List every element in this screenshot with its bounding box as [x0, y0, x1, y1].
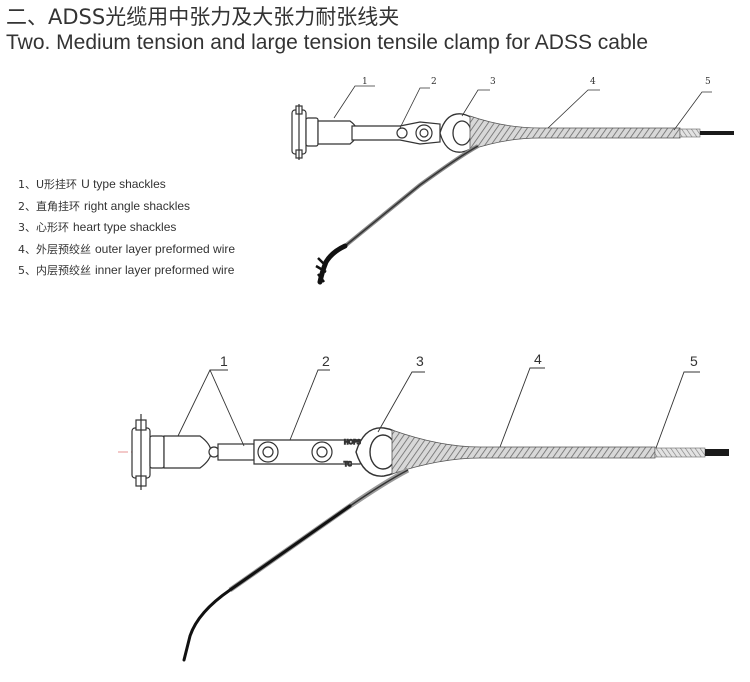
legend-number: 5、 [18, 264, 36, 277]
legend-en: outer layer preformed wire [95, 241, 236, 256]
legend-item: 5、内层预绞丝 inner layer preformed wire [18, 263, 235, 285]
bottom-callout-4: 4 [534, 351, 542, 367]
top-callout-leaders [333, 85, 712, 131]
top-u-shackle [291, 104, 359, 160]
top-callout-5: 5 [705, 77, 711, 87]
bottom-callout-1: 1 [220, 353, 228, 369]
bottom-callout-leaders [177, 367, 700, 449]
legend-number: 3、 [18, 221, 36, 234]
title-english: Two. Medium tension and large tension te… [6, 31, 649, 54]
legend-cn: 直角挂环 [36, 199, 80, 213]
top-wire-tail [315, 144, 479, 285]
top-right-angle-shackle [351, 121, 441, 145]
legend-cn: 内层预绞丝 [36, 264, 91, 277]
top-callout-2: 2 [431, 77, 437, 87]
legend-number: 1、 [18, 178, 36, 191]
bottom-callout-5: 5 [690, 353, 698, 369]
top-callout-1: 1 [362, 77, 368, 87]
top-preformed-wire [469, 115, 734, 151]
legend-en: right angle shackles [84, 198, 191, 213]
legend-item: 4、外层预绞丝 outer layer preformed wire [18, 242, 235, 264]
legend-item: 2、直角挂环 right angle shackles [18, 199, 235, 221]
legend-cn: 外层预绞丝 [36, 242, 91, 256]
legend-item: 3、心形环 heart type shackles [18, 220, 235, 242]
top-callout-4: 4 [590, 77, 596, 87]
legend-en: U type shackles [81, 177, 166, 191]
top-clamp-assembly: 1 2 3 4 5 [291, 77, 734, 285]
bottom-preformed-wire [391, 429, 729, 475]
legend-number: 4、 [18, 242, 36, 256]
bottom-u-shackle [131, 414, 220, 490]
bottom-wire-tail [182, 467, 410, 662]
legend-en: heart type shackles [73, 220, 177, 234]
bottom-callout-3: 3 [416, 353, 424, 369]
legend-cn: U形挂环 [36, 178, 78, 191]
title-chinese: 二、ADSS光缆用中张力及大张力耐张线夹 [6, 5, 400, 29]
thimble-mark-hops: HOPS [344, 439, 361, 446]
thimble-mark-tc: TC [343, 461, 352, 468]
legend-cn: 心形环 [36, 221, 69, 234]
legend-number: 2、 [18, 199, 36, 213]
legend-en: inner layer preformed wire [95, 263, 235, 277]
bottom-clamp-assembly: HOPS TC 1 2 3 4 5 [118, 351, 729, 662]
top-callout-3: 3 [490, 77, 496, 87]
bottom-callout-2: 2 [322, 353, 330, 369]
